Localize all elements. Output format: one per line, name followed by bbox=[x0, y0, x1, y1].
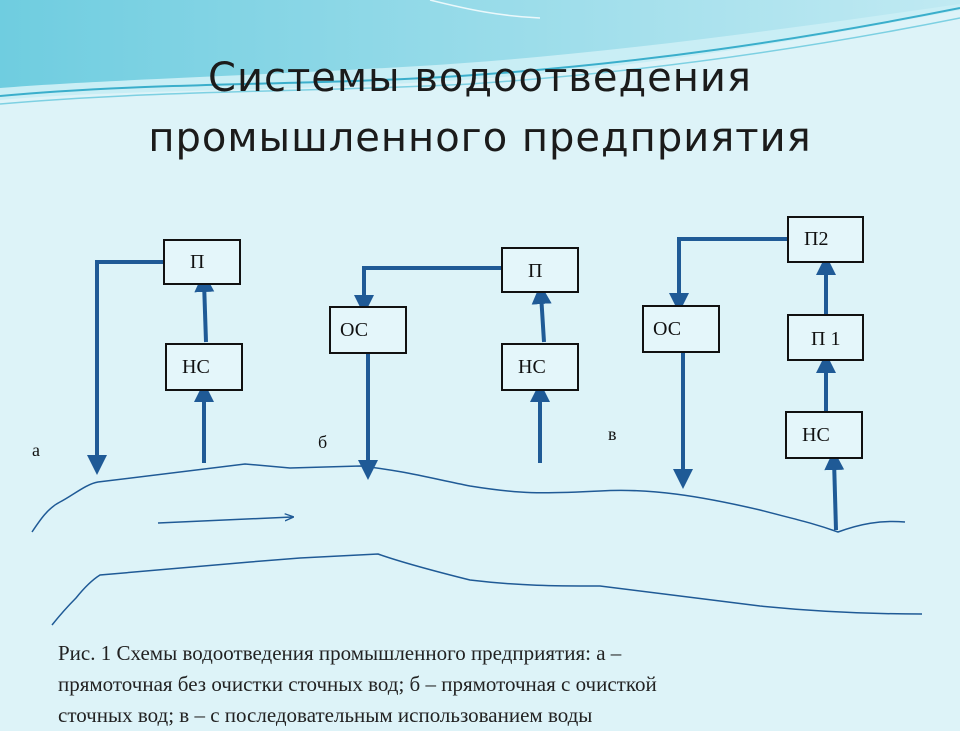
scheme-v-box-p1 bbox=[787, 314, 864, 361]
drainage-scheme-diagram: П НС а ОС П НС б ОС П2 П 1 НС в bbox=[31, 216, 923, 626]
scheme-b-box-p bbox=[501, 247, 579, 293]
scheme-v-box-p2-label: П2 bbox=[804, 228, 828, 250]
figure-caption-line-1: Рис. 1 Схемы водоотведения промышленного… bbox=[58, 641, 622, 665]
scheme-a-label: а bbox=[32, 440, 40, 460]
scheme-b-box-os bbox=[329, 306, 407, 354]
decorative-wave-background bbox=[0, 0, 960, 105]
scheme-v-p2-to-os-line bbox=[669, 237, 788, 313]
upper-bank-line bbox=[31, 463, 906, 533]
scheme-v-box-ns-label: НС bbox=[802, 424, 830, 446]
scheme-b-box-os-label: ОС bbox=[340, 319, 368, 341]
figure-caption: Рис. 1 Схемы водоотведения промышленного… bbox=[58, 638, 938, 731]
scheme-b-box-p-label: П bbox=[528, 260, 542, 282]
scheme-b-box-ns-label: НС bbox=[518, 356, 546, 378]
scheme-a-discharge-line bbox=[87, 260, 165, 475]
scheme-v-box-p1-label: П 1 bbox=[811, 328, 840, 350]
lower-bank-line bbox=[51, 553, 923, 626]
scheme-v-intake-arrow bbox=[824, 450, 845, 531]
slide-title: Системы водоотведения промышленного пред… bbox=[0, 48, 960, 168]
scheme-a-box-ns bbox=[165, 343, 243, 391]
scheme-b-box-ns bbox=[501, 343, 579, 391]
figure-caption-line-2: прямоточная без очистки сточных вод; б –… bbox=[58, 672, 657, 696]
scheme-b-label: б bbox=[318, 432, 327, 452]
scheme-a-box-p bbox=[163, 239, 241, 285]
scheme-a-box-p-label: П bbox=[190, 251, 204, 273]
figure-caption-line-3: сточных вод; в – с последовательным испо… bbox=[58, 703, 593, 727]
scheme-b-ns-to-p-arrow bbox=[531, 284, 552, 343]
scheme-a-box-ns-label: НС bbox=[182, 356, 210, 378]
scheme-v-label: в bbox=[608, 424, 617, 444]
slide-title-line-2: промышленного предприятия bbox=[148, 115, 812, 161]
scheme-b-p-to-os-line bbox=[354, 266, 502, 315]
scheme-v-box-p2 bbox=[787, 216, 864, 263]
flow-direction-arrow bbox=[157, 517, 292, 524]
scheme-v-box-ns bbox=[785, 411, 863, 459]
slide-title-line-1: Системы водоотведения bbox=[208, 55, 752, 101]
scheme-v-box-os bbox=[642, 305, 720, 353]
scheme-a-ns-to-p-arrow bbox=[194, 272, 215, 343]
scheme-v-box-os-label: ОС bbox=[653, 318, 681, 340]
